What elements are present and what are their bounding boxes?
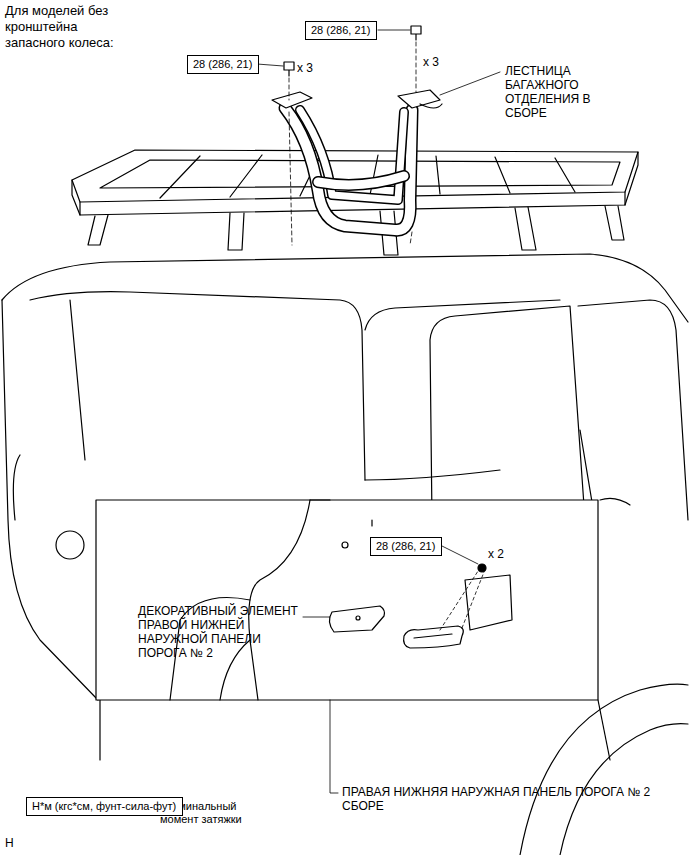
figure-code: H	[5, 836, 14, 850]
drawing-stroke	[398, 90, 440, 108]
drawing-stroke	[365, 470, 500, 480]
car-body	[2, 254, 688, 855]
torque-box: 28 (286, 21)	[305, 21, 377, 40]
drawing-stroke	[303, 617, 330, 618]
drawing-stroke	[625, 152, 638, 205]
torque-value: Н*м (кгс*см, фунт-сила-фут)	[32, 800, 177, 813]
inset-frame	[96, 500, 598, 793]
drawing-stroke	[220, 640, 250, 700]
quantity-mark: x 2	[488, 547, 504, 561]
quantity-mark: x 3	[297, 61, 313, 75]
drawing-stroke	[13, 455, 20, 520]
torque-value: 28 (286, 21)	[376, 540, 436, 553]
drawing-stroke	[478, 564, 486, 572]
drawing-stroke	[96, 500, 598, 700]
drawing-stroke	[310, 500, 372, 526]
drawing-stroke	[272, 92, 312, 108]
drawing-stroke	[300, 110, 404, 200]
drawing-stroke	[329, 606, 384, 632]
drawing-stroke	[411, 26, 421, 40]
drawing-stroke	[600, 498, 630, 505]
part-name: ПРАВАЯ НИЖНЯЯ НАРУЖНАЯ ПАНЕЛЬ ПОРОГА № 2…	[342, 785, 672, 813]
drawing-stroke	[285, 108, 412, 230]
drawing-stroke	[404, 626, 464, 648]
drawing-stroke	[30, 292, 365, 480]
drawing-stroke	[520, 684, 688, 855]
drawing-stroke	[72, 180, 80, 215]
drawing-stroke	[100, 160, 620, 188]
drawing-stroke	[578, 300, 688, 520]
drawing-stroke	[289, 42, 416, 245]
drawing-stroke	[300, 110, 404, 200]
drawing-stroke	[70, 300, 85, 460]
drawing-stroke	[440, 545, 478, 564]
figure-title: Для моделей без кронштейна запасного кол…	[5, 3, 125, 51]
drawing-stroke	[2, 300, 98, 700]
drawing-stroke	[414, 634, 452, 638]
drawing-stroke	[284, 62, 294, 76]
roof-rack	[72, 150, 638, 255]
torque-box: 28 (286, 21)	[370, 537, 442, 556]
drawing-stroke	[440, 568, 484, 630]
drawing-stroke	[318, 176, 404, 185]
drawing-stroke	[420, 104, 442, 108]
drawing-stroke	[249, 500, 310, 700]
torque-legend-box: Н*м (кгс*см, фунт-сила-фут)	[26, 797, 183, 816]
torque-value: 28 (286, 21)	[311, 24, 371, 37]
luggage-ladder	[272, 90, 442, 230]
torque-value: 28 (286, 21)	[193, 58, 253, 71]
drawing-stroke	[160, 155, 575, 198]
drawing-stroke	[356, 616, 360, 620]
drawing-stroke	[56, 531, 84, 559]
drawing-stroke	[342, 542, 348, 548]
drawing-stroke	[99, 700, 100, 760]
quantity-mark: x 3	[423, 55, 439, 69]
drawing-stroke	[440, 72, 500, 95]
drawing-stroke	[318, 176, 404, 185]
drawing-stroke	[330, 700, 338, 793]
drawing-stroke	[2, 254, 688, 322]
drawing-stroke	[285, 108, 412, 230]
drawing-stroke	[465, 575, 512, 630]
part-name: ЛЕСТНИЦА БАГАЖНОГО ОТДЕЛЕНИЯ В СБОРЕ	[505, 64, 617, 120]
bolts	[257, 26, 500, 245]
part-name: ДЕКОРАТИВНЫЙ ЭЛЕМЕНТ ПРАВОЙ НИЖНЕЙ НАРУЖ…	[138, 604, 298, 660]
torque-box: 28 (286, 21)	[187, 55, 259, 74]
